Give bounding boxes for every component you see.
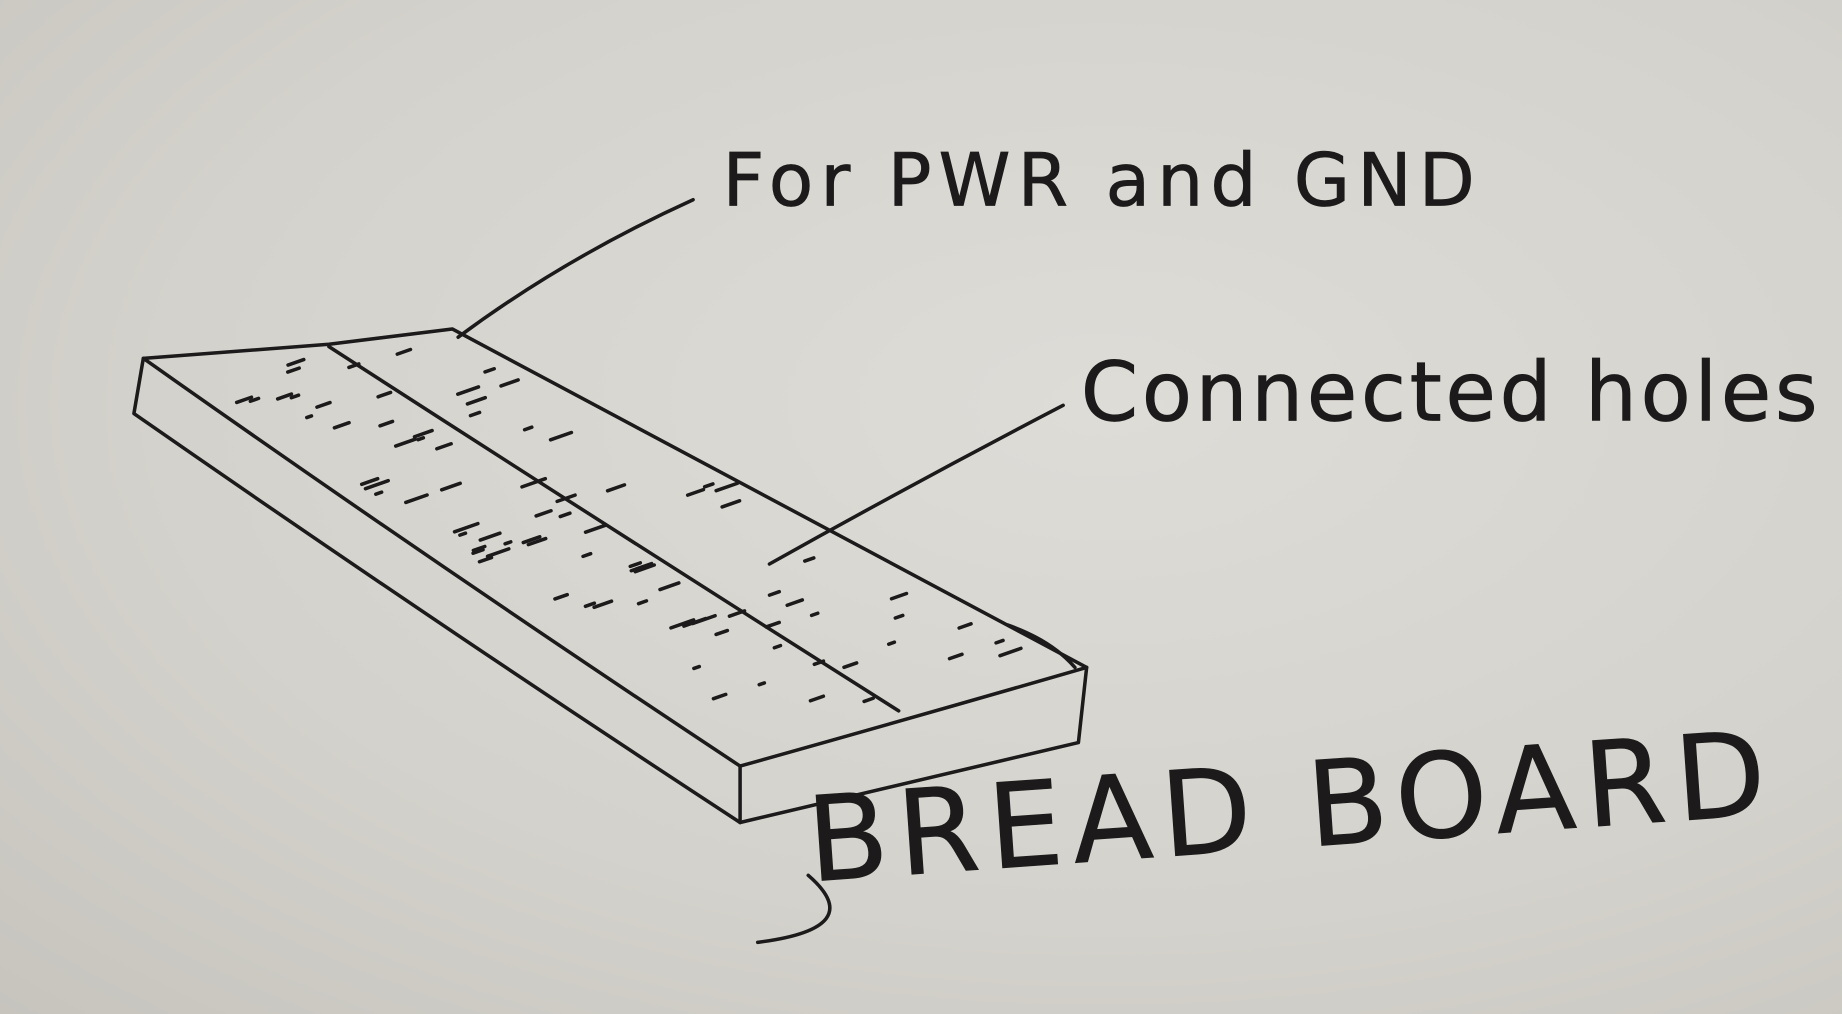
hole-dash	[685, 487, 706, 497]
hole-dash	[994, 638, 1005, 645]
hole-dash	[483, 366, 496, 374]
hole-dash	[471, 547, 485, 556]
hole-dash	[692, 664, 702, 671]
hole-dash	[669, 618, 696, 630]
hole-dash	[764, 620, 781, 629]
hole-dash	[395, 347, 413, 356]
hole-dash	[471, 544, 487, 553]
hole-dash	[808, 694, 826, 703]
hole-dash	[289, 393, 301, 400]
hole-dash	[548, 430, 574, 442]
hole-dash	[478, 531, 502, 542]
hole-dash	[416, 436, 426, 442]
hole-dash	[248, 396, 261, 404]
hole-dash	[499, 378, 520, 388]
title-underline-flourish	[755, 873, 832, 945]
label-connected-holes: Connected holes	[1081, 346, 1821, 441]
hole-dash	[893, 613, 905, 620]
hole-dash	[503, 540, 513, 546]
hole-dash	[714, 481, 740, 493]
hole-dash	[393, 437, 418, 448]
hole-dash	[767, 589, 782, 597]
hole-dash	[285, 366, 301, 374]
board-left-side	[132, 356, 742, 825]
hole-dash	[785, 598, 805, 608]
leader-line-power	[456, 197, 695, 339]
hole-dash	[412, 428, 434, 439]
hole-dash	[359, 476, 380, 487]
hole-dash	[363, 478, 390, 491]
hole-dash	[592, 599, 614, 610]
hole-dash	[886, 640, 897, 646]
hole-dash	[439, 481, 462, 492]
hole-dash	[332, 420, 351, 430]
hole-dash	[714, 628, 730, 637]
hole-dash	[658, 581, 681, 592]
hole-dash	[842, 661, 859, 670]
hole-dash	[275, 392, 294, 401]
hole-dash	[378, 419, 395, 428]
hole-dash	[583, 601, 597, 609]
hole-dash	[558, 511, 572, 519]
hole-dash	[636, 599, 649, 606]
hole-dash	[862, 696, 875, 704]
hole-dash	[682, 616, 708, 628]
hole-dash	[452, 521, 480, 534]
hole-dash	[520, 476, 548, 489]
hole-dash	[553, 592, 569, 601]
hole-dash	[702, 482, 715, 489]
hole-dash	[376, 390, 393, 399]
hole-dash	[477, 555, 494, 564]
board-front-side	[738, 665, 1089, 825]
hole-dash	[809, 611, 820, 618]
hole-dash	[957, 622, 973, 630]
board-corner-mark	[1006, 623, 1077, 670]
hole-dash	[374, 490, 384, 496]
board-top-face	[141, 327, 1089, 768]
hole-dash	[629, 561, 654, 573]
center-divider-line	[327, 344, 901, 713]
hole-dash	[757, 681, 767, 687]
hole-dash	[555, 493, 577, 504]
hole-dash	[468, 410, 482, 418]
hole-dash	[286, 357, 306, 367]
hole-dash	[772, 643, 783, 650]
hole-dash	[435, 442, 453, 451]
hole-dash	[605, 483, 627, 493]
hole-dash	[633, 563, 656, 574]
breadboard-drawing	[132, 327, 1089, 825]
hole-dash	[404, 493, 429, 505]
label-breadboard-title: BREAD BOARD	[803, 705, 1779, 909]
hole-dash	[485, 547, 511, 559]
hole-dash	[812, 659, 826, 667]
hole-dash	[889, 591, 909, 601]
hole-dash	[727, 609, 747, 618]
leader-line-holes	[767, 403, 1065, 566]
hole-dash	[315, 400, 332, 409]
hole-dash	[347, 362, 361, 370]
hole-dash	[998, 646, 1023, 658]
hole-dash	[711, 692, 728, 701]
hole-dash	[947, 652, 964, 661]
label-power-rail: For PWR and GND	[722, 139, 1481, 224]
hole-dash	[628, 561, 643, 569]
hole-dash	[522, 425, 534, 432]
hole-dash	[305, 414, 314, 420]
hole-dash	[465, 395, 488, 406]
hole-dash	[581, 551, 593, 559]
hole-dash	[456, 385, 481, 396]
hole-dash	[803, 556, 816, 563]
hole-dash	[720, 499, 742, 509]
hole-dashes	[234, 347, 1023, 704]
hole-dash	[234, 395, 254, 405]
hole-dash	[534, 508, 553, 518]
hole-dash	[526, 536, 548, 547]
hole-dash	[521, 535, 542, 545]
hole-dash	[583, 523, 608, 534]
hole-dash	[458, 531, 468, 537]
